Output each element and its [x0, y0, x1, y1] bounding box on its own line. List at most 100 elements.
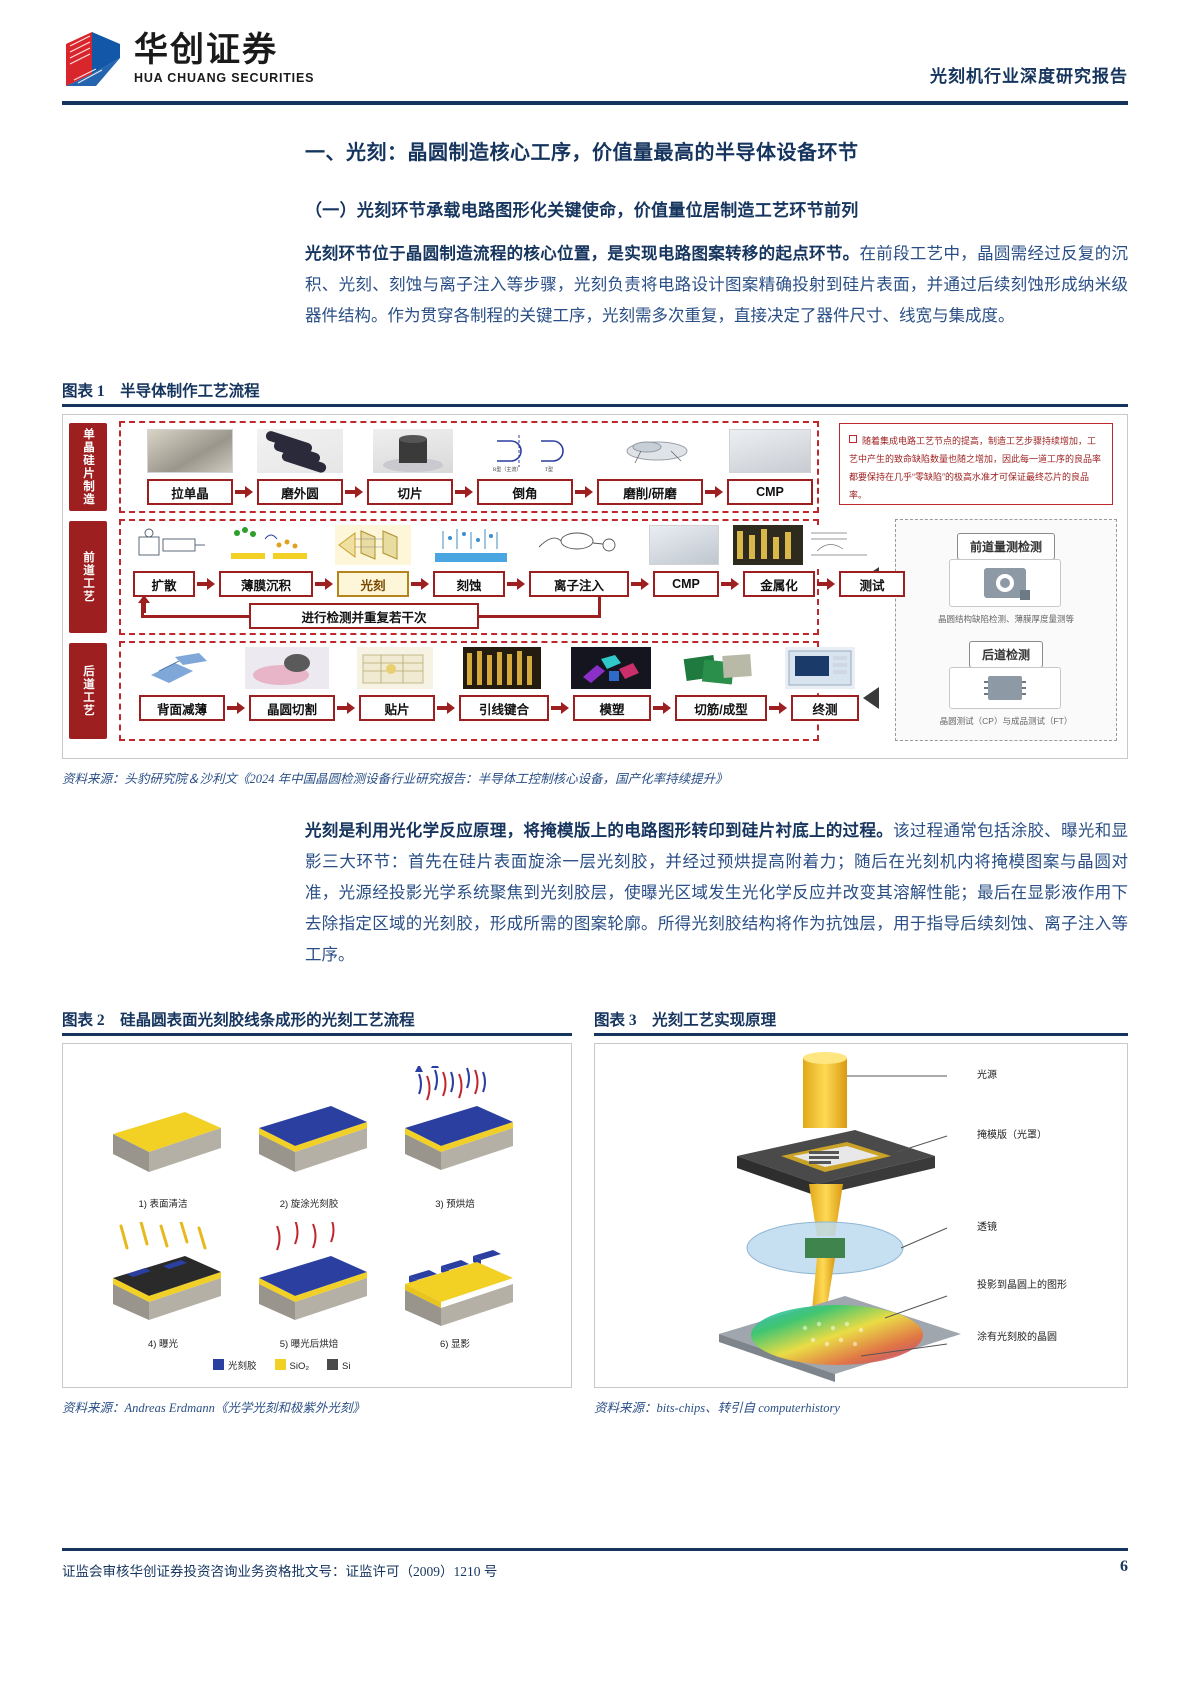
arrow-row3-1	[337, 695, 355, 721]
figure1-note-text: 随着集成电路工艺节点的提高，制造工艺步骤持续增加，工艺中产生的致命缺陷数量也随之…	[849, 436, 1102, 500]
f3-label-source: 光源	[977, 1070, 997, 1081]
row1-band	[119, 421, 819, 513]
litho-step-4-label: 4) 曝光	[147, 1339, 179, 1350]
footer-divider	[62, 1548, 1128, 1551]
step-row3-1[interactable]: 晶圆切割	[249, 695, 335, 721]
thumb-diffusion	[133, 525, 209, 565]
step-row2-3[interactable]: 刻蚀	[433, 571, 505, 597]
figure2-caption-number: 图表 2	[62, 1012, 105, 1029]
step-row2-4[interactable]: 离子注入	[529, 571, 629, 597]
legend-swatch-si	[327, 1358, 339, 1370]
thumb-lithography	[335, 525, 411, 565]
thumb-cmp	[729, 429, 811, 473]
logo-text-en: HUA CHUANG SECURITIES	[134, 71, 315, 86]
arrow-row3-3	[551, 695, 569, 721]
step-row2-5[interactable]: CMP	[653, 571, 719, 597]
step-row2-1[interactable]: 薄膜沉积	[219, 571, 313, 597]
paragraph-2-lead: 光刻是利用光化学反应原理，将掩模版上的电路图形转印到硅片衬底上的过程。	[305, 821, 894, 840]
figure2-caption: 图表 2 硅晶圆表面光刻胶线条成形的光刻工艺流程	[62, 1008, 415, 1030]
arrow-row1-3	[575, 479, 593, 505]
litho-step-1-graphic	[113, 1112, 221, 1172]
litho-step-4-graphic	[113, 1222, 221, 1320]
thumb-metallization	[733, 525, 803, 565]
step-row2-7[interactable]: 测试	[839, 571, 905, 597]
arrow-row1-2	[455, 479, 473, 505]
step-row1-3[interactable]: 倒角	[477, 479, 573, 505]
figure2-source: 资料来源：Andreas Erdmann《光学光刻和极紫外光刻》	[62, 1401, 365, 1415]
paragraph-2-body: 该过程通常包括涂胶、曝光和显影三大环节：首先在硅片表面旋涂一层光刻胶，并经过预烘…	[305, 821, 1129, 964]
arrow-row2-4	[631, 571, 649, 597]
figure1-diagram: 单晶硅片制造 R型（主流）T型 拉单晶 磨外圆 切片 倒角 磨削/研磨 CMP	[62, 414, 1128, 759]
paragraph-2: 光刻是利用光化学反应原理，将掩模版上的电路图形转印到硅片衬底上的过程。该过程通常…	[305, 815, 1128, 970]
step-row1-5[interactable]: CMP	[727, 479, 813, 505]
thumb-wire-bonding	[463, 647, 541, 689]
wafer-scan-icon	[984, 568, 1030, 600]
section-heading-2: （一）光刻环节承载电路图形化关键使命，价值量位居制造工艺环节前列	[305, 201, 859, 220]
step-row3-6[interactable]: 终测	[791, 695, 859, 721]
footer-page-number: 6	[1120, 1558, 1128, 1575]
step-row3-2[interactable]: 贴片	[359, 695, 435, 721]
thumb-slicing	[373, 429, 453, 473]
row2-band	[119, 519, 819, 635]
inspection-back-title: 后道检测	[968, 641, 1043, 668]
step-row3-4[interactable]: 模塑	[573, 695, 651, 721]
step-row1-0[interactable]: 拉单晶	[147, 479, 233, 505]
stage-label-row1: 单晶硅片制造	[69, 423, 107, 511]
header-divider	[62, 101, 1128, 105]
legend-item-resist: 光刻胶	[213, 1358, 257, 1372]
figure3-diagram: 光源 掩模版（光罩） 透镜 投影到晶圆上的图形 涂有光刻胶的晶圆	[594, 1043, 1128, 1388]
legend-label-sio2: SiO₂	[289, 1360, 310, 1372]
arrow-row3-2	[437, 695, 455, 721]
arrow-row3-0	[227, 695, 245, 721]
header-report-title: 光刻机行业深度研究报告	[930, 67, 1128, 86]
arrow-row2-5	[721, 571, 739, 597]
inspection-front-title-wrap: 前道量测检测	[923, 533, 1089, 560]
step-row1-4[interactable]: 磨削/研磨	[597, 479, 703, 505]
row3-band	[119, 641, 819, 741]
figure2-caption-rule	[62, 1033, 572, 1036]
step-row3-5[interactable]: 切筋/成型	[675, 695, 767, 721]
figure3-caption-rule	[594, 1033, 1128, 1036]
loop-line-right	[598, 597, 601, 618]
figure3-caption-title: 光刻工艺实现原理	[652, 1012, 777, 1029]
logo-mark-icon	[62, 28, 124, 90]
inspection-back-title-wrap: 后道检测	[923, 641, 1089, 668]
thumb-crystal-puller	[147, 429, 233, 473]
arrow-row2-0	[197, 571, 215, 597]
thumb-ion-implant	[531, 525, 631, 565]
step-row3-3[interactable]: 引线键合	[459, 695, 549, 721]
litho-step-2-label: 2) 旋涂光刻胶	[279, 1199, 339, 1210]
inspection-arrow-back-icon	[863, 687, 879, 709]
thumb-test	[807, 525, 873, 565]
figure1-caption-rule	[62, 404, 1128, 407]
step-row1-2[interactable]: 切片	[367, 479, 453, 505]
arrow-row3-5	[769, 695, 787, 721]
step-row2-0[interactable]: 扩散	[133, 571, 195, 597]
svg-text:T型: T型	[545, 466, 553, 473]
page-header: 华创证券 HUA CHUANG SECURITIES 光刻机行业深度研究报告	[0, 0, 1190, 108]
litho-step-6-label: 6) 显影	[439, 1339, 471, 1350]
figure3-caption: 图表 3 光刻工艺实现原理	[594, 1008, 776, 1030]
litho-step-5-label: 5) 曝光后烘焙	[279, 1339, 339, 1350]
step-row2-2[interactable]: 光刻	[337, 571, 409, 597]
inspection-front-title: 前道量测检测	[956, 533, 1055, 560]
litho-step-1-label: 1) 表面清洁	[138, 1199, 188, 1210]
legend-item-si: Si	[327, 1358, 351, 1372]
step-row2-6[interactable]: 金属化	[743, 571, 815, 597]
arrow-row2-6	[817, 571, 835, 597]
step-row3-0[interactable]: 背面减薄	[139, 695, 225, 721]
arrow-row1-0	[235, 479, 253, 505]
step-row1-1[interactable]: 磨外圆	[257, 479, 343, 505]
litho-step-6-graphic	[405, 1250, 513, 1326]
thumb-wafer-dicing	[245, 647, 329, 689]
litho-step-3-graphic	[405, 1066, 513, 1170]
f3-label-lens: 透镜	[977, 1222, 997, 1233]
arrow-row1-4	[705, 479, 723, 505]
litho-step-5-graphic	[259, 1222, 367, 1320]
logo-text-cn: 华创证券	[134, 30, 278, 69]
thumb-trim-form	[679, 647, 759, 689]
inspection-front-desc: 晶圆结构缺陷检测、薄膜厚度量测等	[937, 614, 1074, 624]
figure2-diagram: 1) 表面清洁 2) 旋涂光刻胶 3) 预烘焙	[62, 1043, 572, 1388]
footer-disclaimer: 证监会审核华创证券投资咨询业务资格批文号：证监许可（2009）1210 号	[62, 1564, 498, 1579]
